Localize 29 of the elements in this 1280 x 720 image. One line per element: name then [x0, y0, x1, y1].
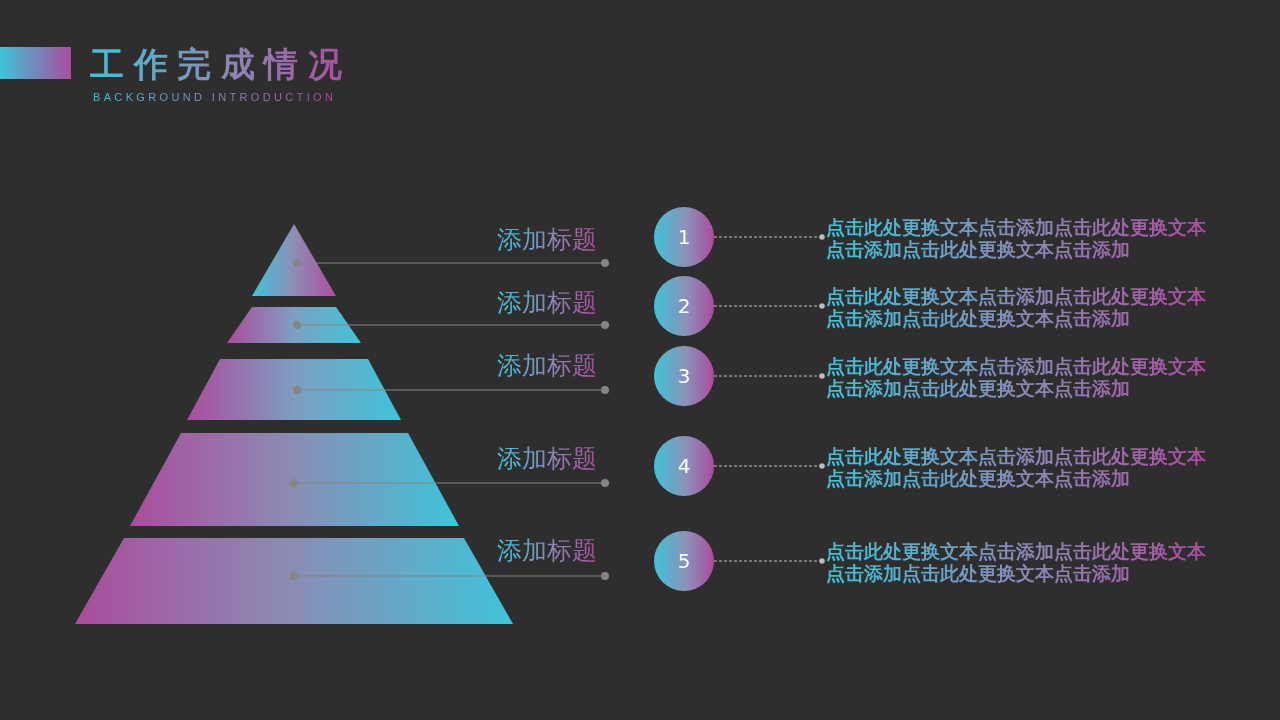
description-text: 点击此处更换文本点击添加点击此处更换文本点击添加点击此处更换文本点击添加	[826, 286, 1208, 330]
number-circle: 1	[654, 207, 714, 267]
description-text: 点击此处更换文本点击添加点击此处更换文本点击添加点击此处更换文本点击添加	[826, 217, 1208, 261]
number-circle: 2	[654, 276, 714, 336]
dashed-connector	[713, 558, 825, 564]
dashed-connector	[713, 303, 825, 309]
dashed-connector	[713, 234, 825, 240]
leader-line	[293, 386, 609, 394]
tier-heading: 添加标题	[497, 352, 597, 380]
pyramid-layer	[130, 433, 459, 526]
description-text: 点击此处更换文本点击添加点击此处更换文本点击添加点击此处更换文本点击添加	[826, 541, 1208, 585]
leader-line	[293, 259, 609, 267]
leader-line	[293, 321, 609, 329]
leader-line	[290, 479, 609, 487]
dashed-connector	[713, 463, 825, 469]
tier-heading: 添加标题	[497, 289, 597, 317]
number-circle: 4	[654, 436, 714, 496]
pyramid-layer	[227, 307, 361, 343]
number-circle: 3	[654, 346, 714, 406]
pyramid-layer	[252, 224, 336, 296]
tier-heading: 添加标题	[497, 537, 597, 565]
description-text: 点击此处更换文本点击添加点击此处更换文本点击添加点击此处更换文本点击添加	[826, 356, 1208, 400]
leader-line	[290, 572, 609, 580]
tier-heading: 添加标题	[497, 226, 597, 254]
tier-heading: 添加标题	[497, 445, 597, 473]
dashed-connector	[713, 373, 825, 379]
pyramid-layer	[187, 359, 401, 420]
description-text: 点击此处更换文本点击添加点击此处更换文本点击添加点击此处更换文本点击添加	[826, 446, 1208, 490]
number-circle: 5	[654, 531, 714, 591]
